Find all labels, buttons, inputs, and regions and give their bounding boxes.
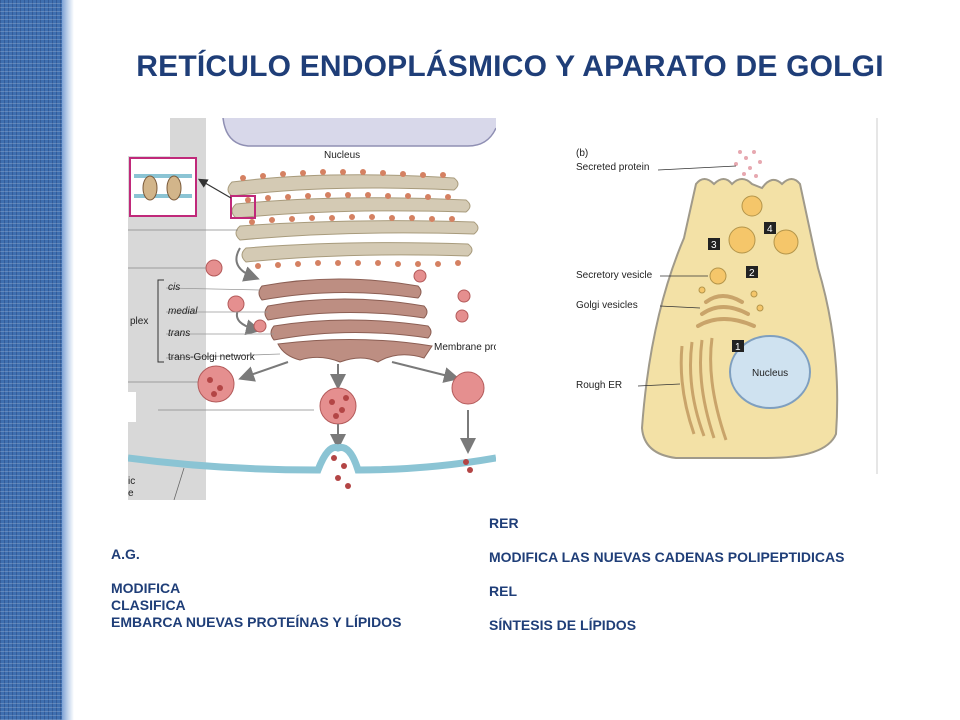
membrane-protein-label: Membrane protein [434, 342, 496, 353]
nucleus-right [729, 335, 811, 409]
step-4: 4 [767, 224, 773, 235]
secreted-protein-label: Secreted protein [576, 162, 649, 173]
rough-er-label: Rough ER [576, 380, 622, 391]
rel-function: SÍNTESIS DE LÍPIDOS [489, 617, 637, 633]
rel-heading: REL [489, 583, 517, 599]
transport-vesicles [205, 259, 471, 333]
secretory-cell [640, 178, 839, 459]
er-cisterna [235, 220, 479, 241]
nucleus-shape [223, 118, 496, 146]
secretory-vesicle-label: Secretory vesicle [576, 270, 653, 281]
slide-title: RETÍCULO ENDOPLÁSMICO Y APARATO DE GOLGI [136, 50, 884, 83]
golgi-heading: A.G. [111, 546, 140, 562]
secretory-vesicles-right [709, 195, 799, 285]
step-3: 3 [711, 240, 717, 251]
er-inset-highlight [230, 195, 256, 219]
decorative-side-band [0, 0, 62, 720]
plasma-membrane-label-fragment-1: ic [128, 476, 135, 487]
rer-function: MODIFICA LAS NUEVAS CADENAS POLIPEPTIDIC… [489, 549, 845, 565]
golgi-function-item: MODIFICA [111, 580, 181, 596]
trans-golgi-network-label: trans-Golgi network [168, 352, 256, 363]
golgi-complex-label-fragment: plex [130, 316, 148, 327]
golgi-functions: A.G. MODIFICA CLASIFICA EMBARCA NUEVAS P… [111, 546, 401, 631]
er-cisterna [241, 242, 473, 263]
golgi-function-item: CLASIFICA [111, 597, 186, 613]
golgi-cisterna-cis [258, 278, 422, 301]
golgi-function-item: EMBARCA NUEVAS PROTEÍNAS Y LÍPIDOS [111, 614, 402, 630]
membrane-inset [129, 157, 197, 217]
plasma-membrane-label-fragment-2: e [128, 488, 134, 499]
step-badges [708, 222, 776, 352]
golgi-vesicles-label: Golgi vesicles [576, 300, 638, 311]
ribosomes [240, 169, 461, 269]
secretory-cell-diagram: (b) Nucleus [566, 118, 878, 474]
nucleus-label-right: Nucleus [752, 368, 788, 379]
golgi-cisterna-trans [270, 319, 432, 341]
decorative-side-edge [62, 0, 74, 720]
rer-heading: RER [489, 515, 519, 531]
trans-golgi-network [277, 338, 433, 363]
step-1: 1 [735, 342, 741, 353]
step-2: 2 [749, 268, 755, 279]
plasma-membrane [128, 444, 496, 474]
golgi-apparatus-right [696, 294, 756, 328]
secreted-protein-dots [734, 150, 762, 178]
golgi-cis-label: cis [168, 282, 180, 293]
rough-er-right [679, 337, 728, 441]
golgi-trans-label: trans [168, 328, 190, 339]
golgi-medial-label: medial [168, 306, 198, 317]
er-functions: RER MODIFICA LAS NUEVAS CADENAS POLIPEPT… [489, 515, 844, 634]
panel-label: (b) [576, 148, 588, 159]
golgi-cisterna-medial [264, 298, 428, 321]
exocytosed-protein [331, 455, 473, 489]
er-golgi-diagram: Nucleus [128, 118, 496, 500]
nucleus-label: Nucleus [324, 150, 360, 161]
